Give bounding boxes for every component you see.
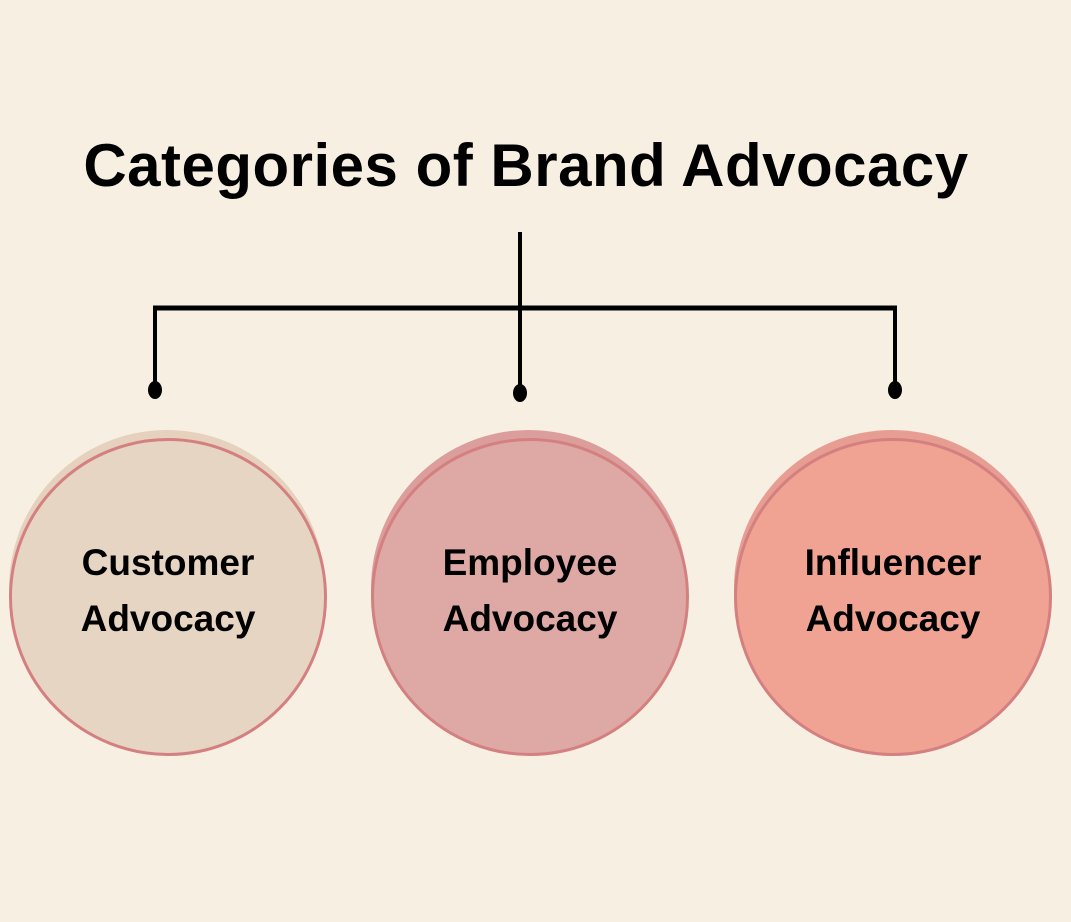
diagram-title: Categories of Brand Advocacy bbox=[83, 132, 969, 199]
connector-dot-right bbox=[888, 381, 902, 399]
connector-dot-center bbox=[513, 384, 527, 402]
connector-dot-left bbox=[148, 381, 162, 399]
category-label-line2: Advocacy bbox=[80, 598, 256, 639]
category-circle: Influencer Advocacy bbox=[734, 438, 1052, 756]
category-label: Customer Advocacy bbox=[81, 535, 256, 647]
category-circle: Employee Advocacy bbox=[371, 438, 689, 756]
category-label-line2: Advocacy bbox=[442, 598, 618, 639]
category-influencer-advocacy: Influencer Advocacy bbox=[734, 430, 1052, 756]
category-label-line2: Advocacy bbox=[805, 598, 981, 639]
category-label-line1: Employee bbox=[442, 542, 618, 583]
category-circle: Customer Advocacy bbox=[9, 438, 327, 756]
category-label-line1: Customer bbox=[81, 542, 255, 583]
category-label-line1: Influencer bbox=[804, 542, 982, 583]
category-label: Employee Advocacy bbox=[443, 535, 618, 647]
category-label: Influencer Advocacy bbox=[805, 535, 982, 647]
category-employee-advocacy: Employee Advocacy bbox=[371, 430, 689, 756]
category-customer-advocacy: Customer Advocacy bbox=[9, 430, 327, 756]
